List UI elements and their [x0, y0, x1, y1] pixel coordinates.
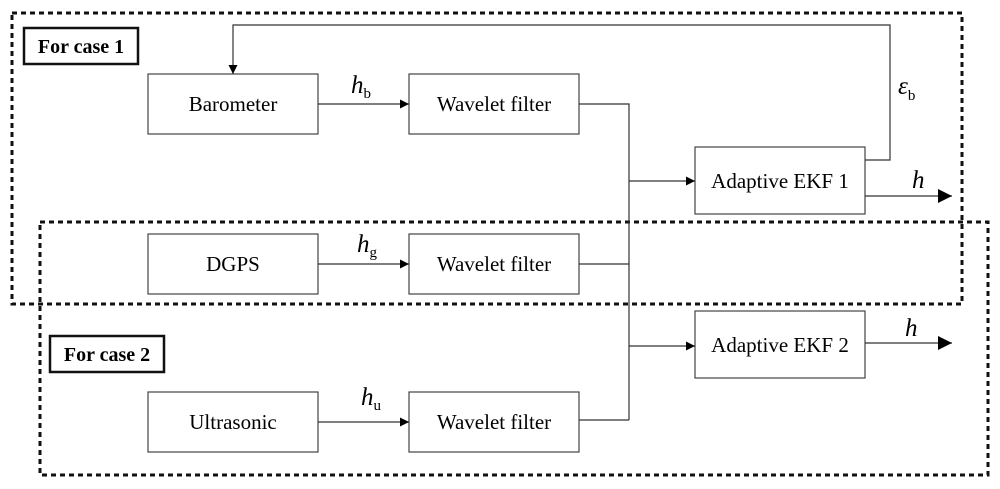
signal-epsilon-b: εb — [898, 73, 915, 104]
dgps-block — [147, 233, 319, 295]
barometer-block — [147, 73, 319, 135]
barometer-label: Barometer — [189, 92, 278, 116]
case2-label-box — [48, 334, 166, 374]
output-h-1: h — [912, 167, 925, 194]
case1-label-box — [22, 26, 140, 66]
signal-hb: hb — [351, 72, 371, 102]
wavelet-filter-2-block — [408, 233, 580, 295]
ultrasonic-block — [147, 391, 319, 453]
adaptive-ekf-1-label: Adaptive EKF 1 — [711, 169, 849, 193]
signal-hg: hg — [357, 231, 378, 261]
output-h-2: h — [905, 315, 918, 342]
adaptive-ekf-2-block — [694, 310, 866, 379]
case2-region — [38, 220, 990, 477]
wavelet-filter-3-label: Wavelet filter — [437, 410, 551, 434]
adaptive-ekf-2-label: Adaptive EKF 2 — [711, 333, 849, 357]
feedback-arrow-ekf1-to-barometer — [228, 24, 891, 161]
wavelet-filter-3-block — [408, 391, 580, 453]
adaptive-ekf-1-block — [694, 146, 866, 215]
dgps-label: DGPS — [206, 252, 260, 276]
wavelet-filter-2-label: Wavelet filter — [437, 252, 551, 276]
case2-label: For case 2 — [64, 344, 150, 366]
wavelet-filter-1-block — [408, 73, 580, 135]
ultrasonic-label: Ultrasonic — [189, 410, 276, 434]
bus-wavelet-1 — [579, 103, 630, 420]
wavelet-filter-1-label: Wavelet filter — [437, 92, 551, 116]
signal-hu: hu — [361, 384, 382, 414]
case1-label: For case 1 — [38, 36, 124, 58]
